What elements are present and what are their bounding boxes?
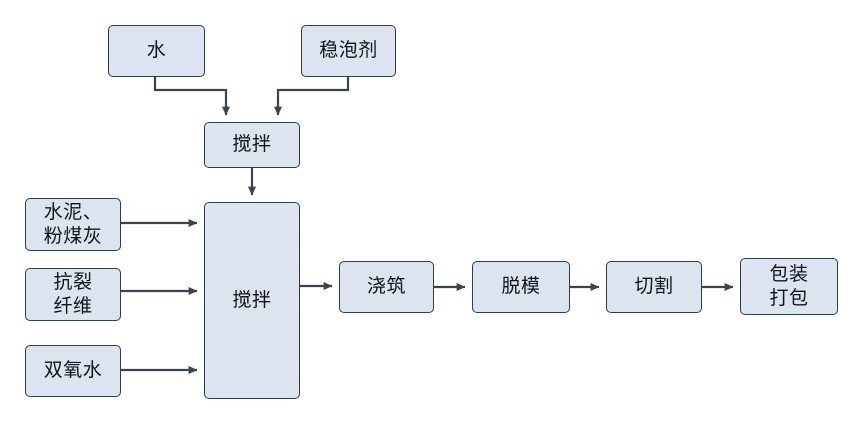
node-hydrogen-peroxide-label: 双氧水: [43, 360, 103, 382]
node-cement-flyash-label: 水泥、 粉煤灰: [43, 202, 103, 247]
node-demolding[interactable]: 脱模: [472, 261, 570, 313]
node-demolding-label: 脱模: [501, 276, 541, 298]
edge-water-to-mix1: [153, 77, 230, 116]
node-cement-flyash[interactable]: 水泥、 粉煤灰: [25, 198, 121, 251]
node-mixing-main[interactable]: 搅拌: [204, 202, 300, 399]
node-anticrack-fiber[interactable]: 抗裂 纤维: [25, 268, 121, 321]
node-mixing-main-label: 搅拌: [232, 289, 272, 311]
node-casting-label: 浇筑: [366, 276, 406, 298]
node-packaging[interactable]: 包装 打包: [740, 258, 838, 315]
node-packaging-label: 包装 打包: [769, 264, 809, 309]
node-water[interactable]: 水: [108, 25, 205, 77]
node-cutting[interactable]: 切割: [606, 261, 702, 313]
node-foam-stabilizer[interactable]: 稳泡剂: [301, 25, 396, 77]
node-mixing-first-label: 搅拌: [232, 134, 272, 156]
node-hydrogen-peroxide[interactable]: 双氧水: [25, 345, 121, 397]
node-water-label: 水: [146, 40, 167, 62]
node-foam-stabilizer-label: 稳泡剂: [319, 40, 378, 62]
edge-foam-to-mix1: [274, 77, 350, 116]
node-anticrack-fiber-label: 抗裂 纤维: [53, 272, 93, 317]
node-cutting-label: 切割: [634, 276, 674, 298]
node-casting[interactable]: 浇筑: [339, 261, 434, 313]
node-mixing-first[interactable]: 搅拌: [204, 122, 300, 168]
